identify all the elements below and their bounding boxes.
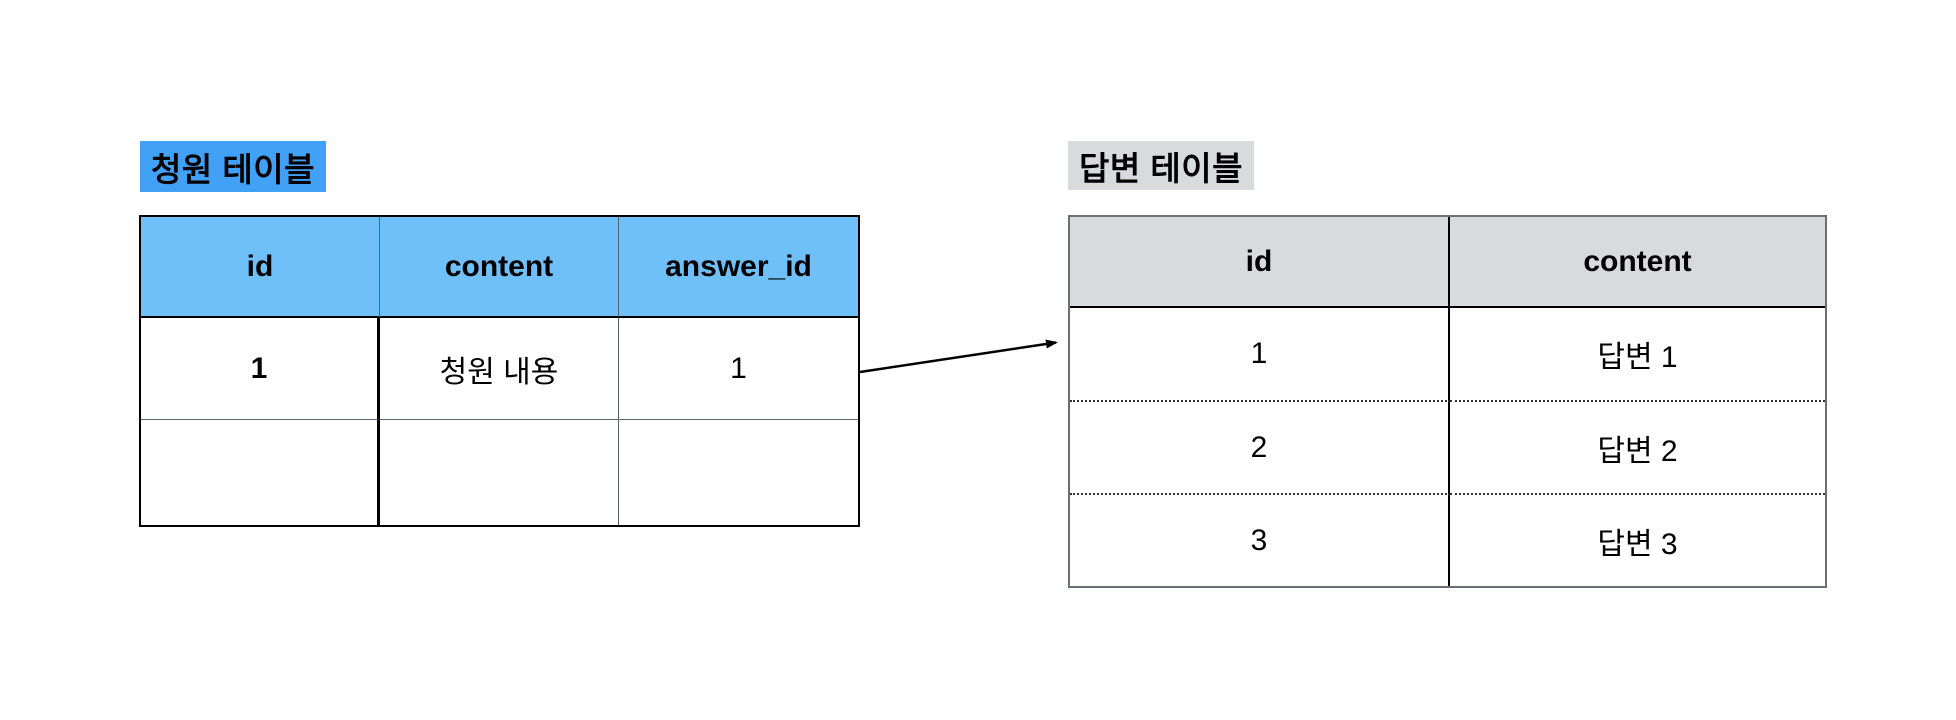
petition-row1-id: 1 [141, 318, 380, 420]
petition-row2-content [380, 420, 619, 525]
answer-row3-id: 3 [1070, 495, 1450, 586]
answer-row2-id: 2 [1070, 402, 1450, 495]
answer-table-label: 답변 테이블 [1068, 141, 1254, 190]
petition-header-content: content [380, 217, 619, 318]
answer-header-id: id [1070, 217, 1450, 308]
petition-row1-content: 청원 내용 [380, 318, 619, 420]
petition-row2-answer-id [619, 420, 858, 525]
petition-table: id content answer_id 1 청원 내용 1 [139, 215, 860, 527]
answer-row1-content: 답변 1 [1450, 308, 1825, 402]
answer-row2-content: 답변 2 [1450, 402, 1825, 495]
petition-row2-id [141, 420, 380, 525]
answer-row1-id: 1 [1070, 308, 1450, 402]
answer-header-content: content [1450, 217, 1825, 308]
petition-row1-answer-id: 1 [619, 318, 858, 420]
petition-header-answer-id: answer_id [619, 217, 858, 318]
petition-header-id: id [141, 217, 380, 318]
answer-table: id content 1 답변 1 2 답변 2 3 답변 3 [1068, 215, 1827, 588]
relation-arrow-icon [859, 339, 1058, 374]
answer-row3-content: 답변 3 [1597, 527, 1678, 561]
petition-table-label: 청원 테이블 [140, 141, 326, 192]
